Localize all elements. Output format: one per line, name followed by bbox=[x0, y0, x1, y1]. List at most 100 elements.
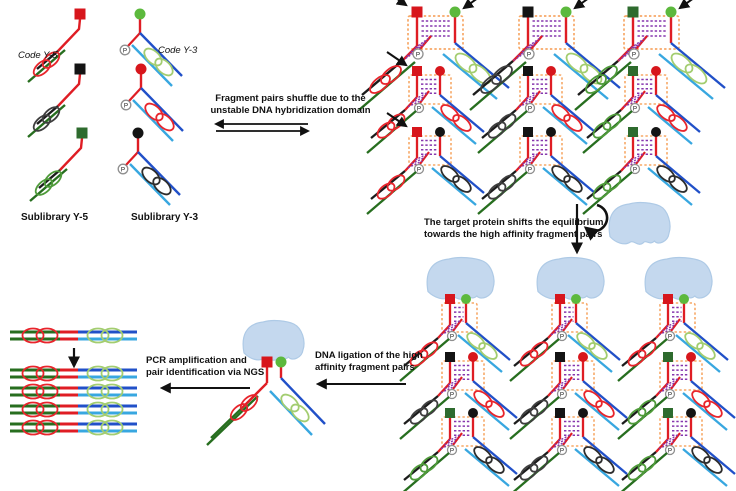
fragment-pair: P bbox=[617, 256, 729, 382]
y3-circle-marker bbox=[135, 63, 147, 75]
code-ellipse bbox=[86, 365, 110, 382]
fragment-pair: P bbox=[477, 66, 596, 154]
code-ellipse bbox=[32, 114, 52, 132]
sublibrary-y3-structure: P bbox=[119, 8, 183, 87]
pcr-duplex bbox=[10, 365, 137, 382]
hybridization-rung bbox=[525, 36, 542, 49]
target-protein-blob bbox=[608, 201, 671, 245]
phosphate-circle bbox=[629, 163, 641, 175]
hybridization-rung bbox=[630, 92, 644, 100]
dna-strand bbox=[620, 157, 634, 172]
code-ellipse bbox=[551, 165, 571, 183]
unstable-domain-box bbox=[407, 15, 464, 50]
dna-strand bbox=[582, 380, 628, 419]
code-ellipse bbox=[592, 121, 612, 139]
dna-strand bbox=[655, 155, 701, 194]
step2-caption-line1: The target protein shifts the equilibriu… bbox=[424, 217, 604, 228]
hybridization-rung bbox=[407, 99, 423, 108]
dna-strand bbox=[269, 390, 313, 436]
phosphate-circle bbox=[556, 388, 568, 400]
code-ellipse bbox=[100, 419, 124, 436]
code-ellipse bbox=[100, 401, 124, 418]
target-protein-blob bbox=[536, 256, 605, 300]
code-ellipse bbox=[35, 401, 59, 418]
dna-strand bbox=[437, 438, 451, 453]
pcr-products bbox=[10, 327, 137, 436]
hybridization-rung bbox=[447, 434, 461, 442]
unstable-domain-box bbox=[659, 360, 703, 391]
dna-strand bbox=[512, 45, 529, 62]
hybridization-rung bbox=[525, 153, 539, 161]
hybridization-rung bbox=[554, 381, 569, 390]
y3-circle-marker bbox=[651, 66, 661, 76]
code-ellipse bbox=[519, 463, 539, 481]
code-ellipse bbox=[703, 456, 723, 474]
fragment-pair: P bbox=[477, 127, 596, 215]
dna-strand bbox=[439, 94, 485, 133]
step2-caption: The target protein shifts the equilibriu… bbox=[424, 217, 603, 240]
code-ellipse bbox=[35, 365, 59, 382]
dna-strand bbox=[132, 99, 174, 142]
dna-strand bbox=[439, 155, 485, 194]
sublibrary-y5-structure bbox=[29, 127, 88, 202]
phosphate-circle bbox=[556, 444, 568, 456]
code-ellipse bbox=[684, 332, 704, 350]
dna-strand bbox=[574, 392, 620, 431]
code-ellipse bbox=[35, 327, 59, 344]
y3-circle-marker bbox=[686, 352, 696, 362]
code-ellipse bbox=[419, 399, 439, 417]
code-ellipse bbox=[41, 51, 61, 69]
phosphate-label: P bbox=[668, 391, 672, 398]
y5-square-marker bbox=[523, 127, 533, 137]
dna-strand bbox=[442, 53, 498, 100]
code-ellipse bbox=[497, 174, 517, 192]
dna-strand bbox=[635, 35, 648, 50]
phosphate-label: P bbox=[124, 102, 128, 109]
pcr-duplex bbox=[10, 327, 137, 344]
phosphate-circle bbox=[524, 102, 536, 114]
hybridization-rung bbox=[554, 437, 569, 446]
code-ellipse bbox=[668, 175, 688, 193]
code-ellipse bbox=[478, 342, 498, 360]
fragment-pair: P bbox=[617, 352, 736, 440]
dna-strand bbox=[129, 163, 171, 206]
y5-square-marker bbox=[555, 408, 565, 418]
hybridization-rung bbox=[627, 95, 642, 104]
y3-circle-marker bbox=[679, 294, 689, 304]
unstable-domain-box bbox=[624, 74, 668, 105]
code-ellipse bbox=[100, 327, 124, 344]
y3-circle-marker bbox=[571, 294, 581, 304]
hybridization-rung bbox=[444, 381, 459, 390]
code-ellipse bbox=[154, 57, 174, 77]
phosphate-circle bbox=[446, 444, 458, 456]
phosphate-circle bbox=[524, 163, 536, 175]
phosphate-label: P bbox=[527, 51, 531, 58]
dna-strand bbox=[139, 32, 183, 77]
unstable-domain-box bbox=[441, 416, 485, 447]
hybridization-rung bbox=[518, 160, 534, 169]
code-ellipse bbox=[369, 74, 391, 94]
sublibrary-y5-label: Sublibrary Y-5 bbox=[21, 212, 89, 223]
code-y5-label: Code Y-5 bbox=[18, 50, 58, 61]
equilibrium-arrows bbox=[214, 119, 310, 136]
y3-circle-marker bbox=[132, 127, 144, 139]
fragment-pair: P bbox=[509, 352, 628, 440]
phosphate-label: P bbox=[123, 47, 127, 54]
dna-strand bbox=[690, 380, 736, 419]
code-ellipse bbox=[627, 407, 647, 425]
fragment-pair: P bbox=[582, 127, 701, 215]
flow-arrow bbox=[386, 51, 408, 67]
code-ellipse bbox=[86, 401, 110, 418]
dna-strand bbox=[670, 42, 726, 89]
phosphate-label: P bbox=[528, 166, 532, 173]
hybridization-rung bbox=[444, 437, 459, 446]
unstable-domain-box bbox=[441, 360, 485, 391]
unstable-domain-box bbox=[659, 416, 703, 447]
dna-strand bbox=[431, 106, 477, 145]
step2-caption-line2: towards the high affinity fragment pairs bbox=[424, 228, 603, 240]
fragment-pair: P bbox=[366, 112, 485, 215]
hybridization-rung bbox=[630, 153, 644, 161]
phosphate-label: P bbox=[416, 51, 420, 58]
code-ellipse bbox=[588, 342, 608, 360]
